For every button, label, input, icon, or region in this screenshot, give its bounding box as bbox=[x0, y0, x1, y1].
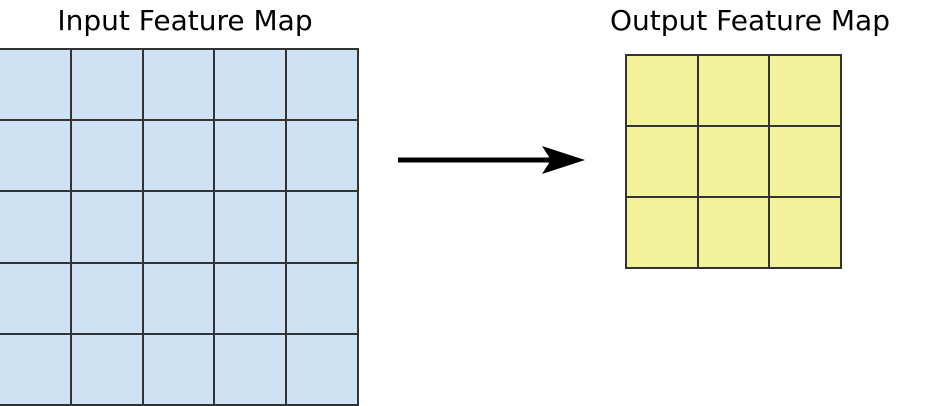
output-cell bbox=[627, 198, 697, 267]
input-feature-map-grid bbox=[0, 48, 359, 406]
input-cell bbox=[71, 263, 142, 333]
input-cell bbox=[287, 334, 357, 404]
input-cell bbox=[143, 334, 214, 404]
input-cell bbox=[0, 334, 70, 404]
input-cell bbox=[215, 263, 286, 333]
output-cell bbox=[627, 56, 697, 125]
output-cell bbox=[627, 127, 697, 196]
input-cell bbox=[287, 121, 357, 191]
input-cell bbox=[0, 50, 70, 120]
output-cell bbox=[698, 198, 769, 267]
input-cell bbox=[287, 263, 357, 333]
input-cell bbox=[143, 263, 214, 333]
input-cell bbox=[215, 192, 286, 262]
output-cell bbox=[770, 127, 840, 196]
input-cell bbox=[0, 192, 70, 262]
input-cell bbox=[215, 121, 286, 191]
input-cell bbox=[215, 50, 286, 120]
input-feature-map-title: Input Feature Map bbox=[57, 4, 313, 37]
input-cell bbox=[71, 50, 142, 120]
output-feature-map-title: Output Feature Map bbox=[610, 4, 890, 37]
output-feature-map-grid bbox=[625, 54, 842, 269]
input-cell bbox=[71, 121, 142, 191]
output-cell bbox=[698, 56, 769, 125]
output-cell bbox=[770, 56, 840, 125]
input-cell bbox=[287, 50, 357, 120]
input-cell bbox=[71, 334, 142, 404]
input-cell bbox=[143, 121, 214, 191]
input-cell bbox=[0, 121, 70, 191]
input-cell bbox=[71, 192, 142, 262]
input-cell bbox=[143, 192, 214, 262]
output-cell bbox=[770, 198, 840, 267]
input-cell bbox=[215, 334, 286, 404]
input-cell bbox=[143, 50, 214, 120]
input-cell bbox=[287, 192, 357, 262]
output-cell bbox=[698, 127, 769, 196]
input-cell bbox=[0, 263, 70, 333]
transform-arrow-icon bbox=[398, 146, 585, 174]
